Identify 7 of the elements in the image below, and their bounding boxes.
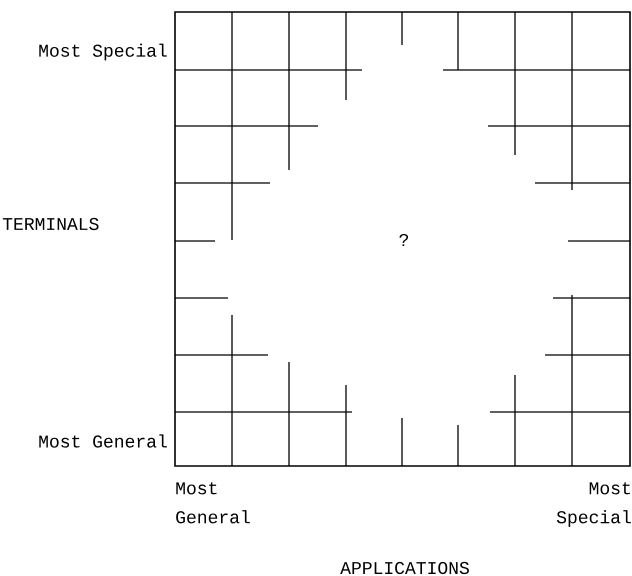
axis-title: TERMINALS bbox=[2, 218, 99, 230]
axis-label: Most Special bbox=[556, 482, 631, 527]
axis-label: Most General bbox=[176, 482, 250, 524]
axis-label: Most General bbox=[39, 434, 167, 448]
question-mark: ? bbox=[399, 234, 408, 246]
axis-title: APPLICATIONS bbox=[340, 562, 469, 574]
axis-label: Most Special bbox=[39, 44, 167, 60]
